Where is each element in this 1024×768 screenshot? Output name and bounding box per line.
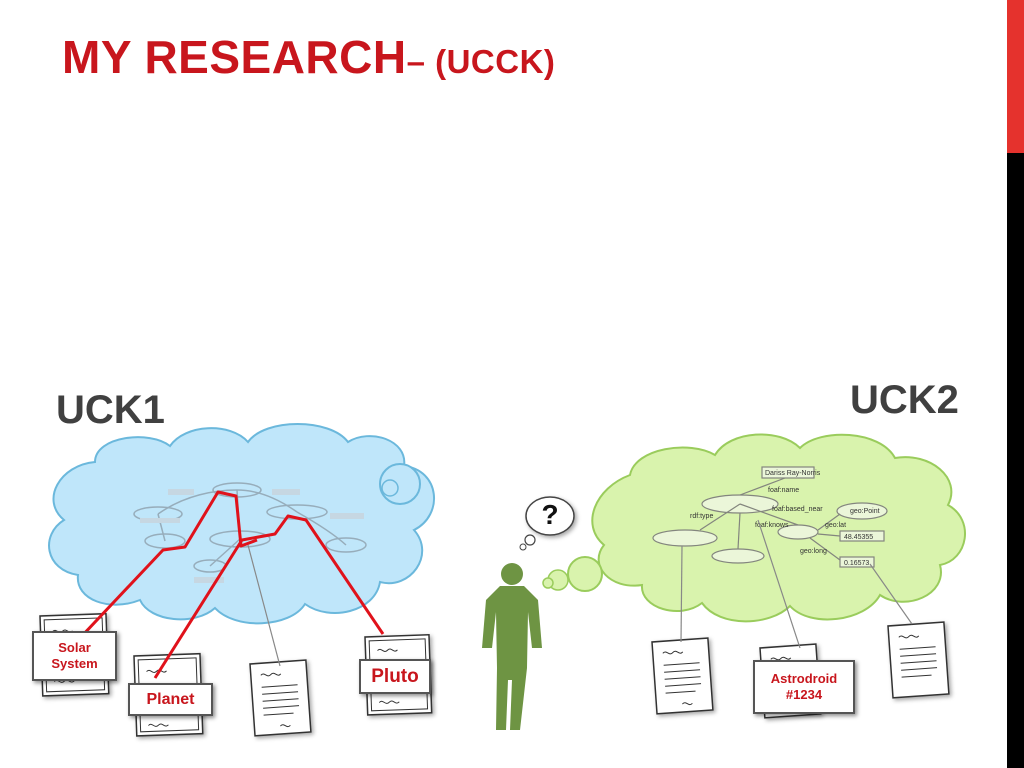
pluto-label: Pluto <box>359 659 431 694</box>
graph-label-name-value: Dariss Ray-Norris <box>765 470 821 477</box>
title-sub: – (UCCK) <box>406 43 556 80</box>
thought-bubble <box>519 496 575 551</box>
solar-label-line2: System <box>51 656 98 671</box>
graph-label-long-value: 0.16573 <box>844 560 869 567</box>
solar-system-label: Solar System <box>32 631 117 681</box>
question-mark: ? <box>541 499 559 530</box>
astrodroid-label: Astrodroid #1234 <box>753 660 855 714</box>
document-icon <box>887 621 950 699</box>
graph-label-rdf-type: rdf:type <box>690 513 713 520</box>
uck1-knowledge-cloud <box>48 423 436 625</box>
accent-bar-red <box>1007 0 1024 153</box>
graph-label-lat-value: 48.45355 <box>844 534 873 541</box>
graph-label-based-near: foaf:based_near <box>772 506 823 513</box>
document-icon <box>249 659 312 737</box>
graph-label-geo-point: geo:Point <box>850 508 880 515</box>
graph-label-foaf-knows: foaf:knows <box>755 522 789 529</box>
uck1-red-paths <box>78 490 385 679</box>
document-connectors <box>247 519 913 667</box>
uck1-label: UCK1 <box>56 388 165 432</box>
graph-label-geo-long: geo:long <box>800 548 827 555</box>
person-silhouette <box>482 563 542 730</box>
document-icon <box>651 637 714 715</box>
slide-title: MY RESEARCH– (UCCK) <box>62 30 555 84</box>
uck2-label: UCK2 <box>850 378 959 422</box>
uck2-rdf-graph <box>652 466 888 568</box>
graph-label-foaf-name: foaf:name <box>768 487 799 494</box>
uck2-knowledge-cloud <box>542 433 966 623</box>
title-main: MY RESEARCH <box>62 31 407 83</box>
astro-label-line1: Astrodroid <box>770 670 838 686</box>
astro-label-line2: #1234 <box>785 687 823 702</box>
accent-bar-black <box>1007 153 1024 768</box>
planet-label: Planet <box>128 683 213 716</box>
graph-label-geo-lat: geo:lat <box>825 522 846 529</box>
solar-label-line1: Solar <box>58 639 91 655</box>
uck2-graph-labels: Dariss Ray-Norris foaf:name foaf:based_n… <box>690 470 880 567</box>
